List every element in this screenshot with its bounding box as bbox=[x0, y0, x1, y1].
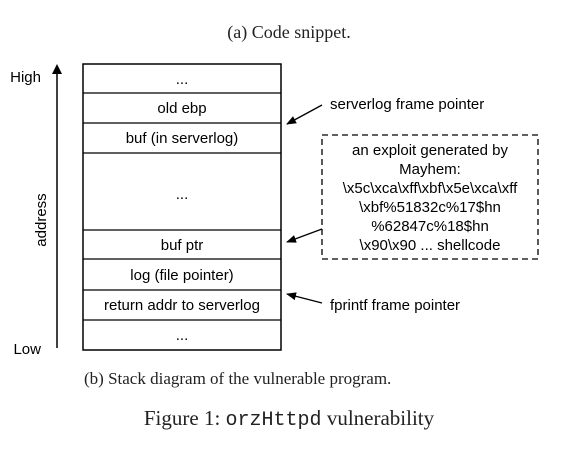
address-axis-arrowhead bbox=[52, 64, 62, 74]
fprintf-frame-pointer-arrow bbox=[286, 292, 323, 304]
figure-caption-suffix: vulnerability bbox=[322, 406, 435, 430]
exploit-line: %62847c%18$hn bbox=[371, 218, 489, 235]
stack-cell-ellipsis-top: ... bbox=[176, 71, 189, 88]
serverlog-frame-pointer-arrow bbox=[286, 104, 323, 125]
figure-caption: Figure 1: orzHttpd vulnerability bbox=[144, 406, 435, 432]
caption-a: (a) Code snippet. bbox=[227, 22, 350, 43]
caption-b: (b) Stack diagram of the vulnerable prog… bbox=[84, 369, 391, 388]
exploit-line: \x5c\xca\xff\xbf\x5e\xca\xff bbox=[343, 180, 518, 197]
exploit-line: \x90\x90 ... shellcode bbox=[360, 237, 501, 254]
stack-cell-buf-ptr: buf ptr bbox=[161, 237, 204, 254]
stack-cell-buf: buf (in serverlog) bbox=[126, 130, 239, 147]
stack-cell-log: log (file pointer) bbox=[130, 267, 233, 284]
axis-high-label: High bbox=[10, 69, 41, 86]
figure-caption-code: orzHttpd bbox=[226, 409, 322, 432]
exploit-line: Mayhem: bbox=[399, 161, 461, 178]
stack-cell-ellipsis-bottom: ... bbox=[176, 327, 189, 344]
fprintf-frame-pointer-label: fprintf frame pointer bbox=[330, 297, 460, 314]
exploit-line: \xbf%51832c%17$hn bbox=[359, 199, 501, 216]
stack-cell-old-ebp: old ebp bbox=[157, 100, 206, 117]
stack-cell-ellipsis-middle: ... bbox=[176, 186, 189, 203]
serverlog-frame-pointer-label: serverlog frame pointer bbox=[330, 96, 484, 113]
axis-address-label: address bbox=[33, 193, 50, 246]
stack: ... old ebp buf (in serverlog) ... buf p… bbox=[82, 63, 282, 351]
stack-frame-outline bbox=[82, 63, 282, 351]
exploit-line: an exploit generated by bbox=[352, 142, 508, 159]
stack-cell-return-addr: return addr to serverlog bbox=[104, 297, 260, 314]
exploit-to-buf-ptr-arrow bbox=[286, 228, 323, 243]
figure-caption-prefix: Figure 1: bbox=[144, 406, 226, 430]
axis-low-label: Low bbox=[13, 341, 41, 358]
